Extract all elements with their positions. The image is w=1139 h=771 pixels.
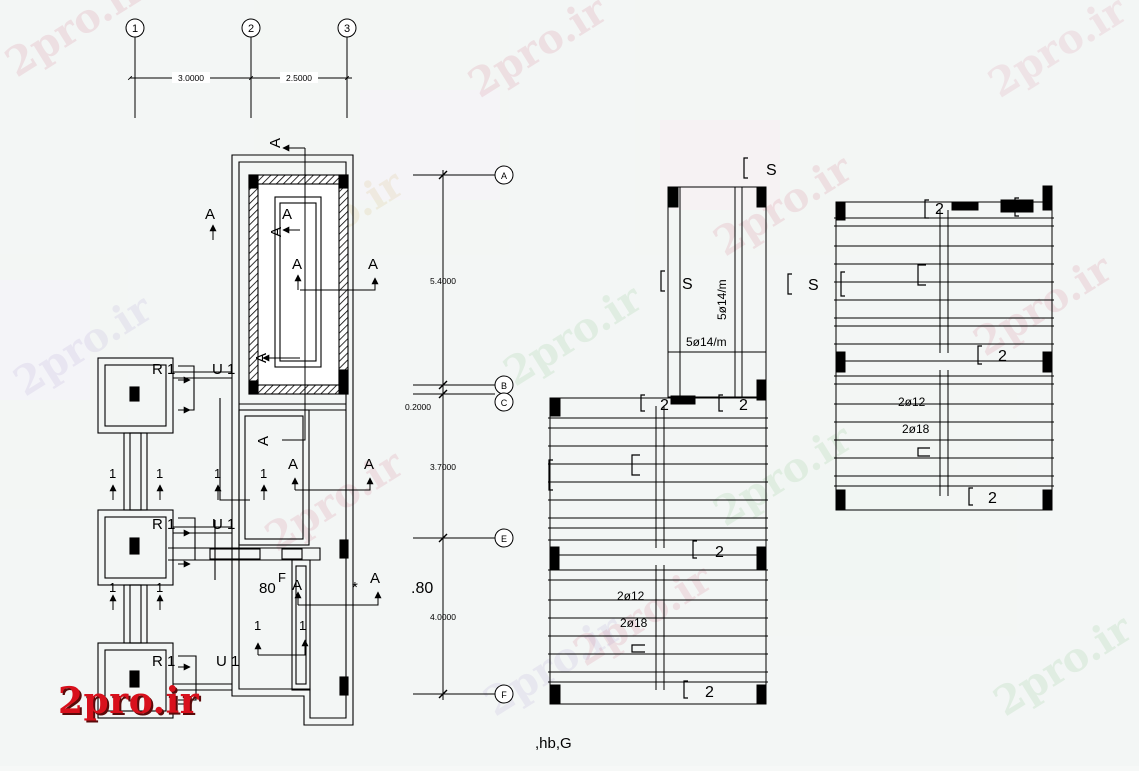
slab-2-label: 2 bbox=[705, 684, 714, 701]
rebar-label-2phi12: 2ø12 bbox=[617, 589, 645, 603]
eighty-label: 80 bbox=[259, 580, 276, 597]
slab-2-label: 2 bbox=[1024, 199, 1033, 216]
dim-ticks bbox=[438, 170, 448, 699]
slab-2-label: 2 bbox=[988, 490, 997, 507]
slab-2-label: 2 bbox=[660, 397, 669, 414]
section-label-a: A bbox=[292, 256, 302, 273]
section-label-a: A bbox=[288, 456, 298, 473]
foundation-plan bbox=[97, 154, 354, 726]
rebar-label-2phi18: 2ø18 bbox=[620, 616, 648, 630]
rebar-label-5phi14: 5ø14/m bbox=[686, 335, 727, 349]
section-label-a: A bbox=[370, 570, 380, 587]
section-label-a: A bbox=[368, 256, 378, 273]
rebar-label-2phi18: 2ø18 bbox=[902, 422, 930, 436]
one-label: 1 bbox=[109, 580, 116, 595]
grid-label: A bbox=[501, 171, 507, 181]
top-grid bbox=[125, 18, 357, 118]
r1-label: R 1 bbox=[152, 516, 175, 533]
r1-label: R 1 bbox=[152, 653, 175, 670]
slab-2-label: 2 bbox=[715, 544, 724, 561]
section-label-a: A bbox=[268, 227, 285, 237]
grid-label: B bbox=[501, 381, 507, 391]
section-label-a: A bbox=[255, 436, 272, 446]
grid-label: C bbox=[501, 398, 508, 408]
dot80-label: .80 bbox=[411, 580, 433, 597]
grid-bubble-E bbox=[494, 528, 514, 548]
dim-label: 0.2000 bbox=[405, 402, 431, 412]
f-label: F bbox=[278, 570, 286, 585]
grid-bubble-F bbox=[494, 684, 514, 704]
grid-bubble-A bbox=[494, 165, 514, 185]
slab-brackets-right bbox=[787, 197, 1019, 506]
dim-label: 3.0000 bbox=[178, 73, 204, 83]
star-label: * bbox=[352, 579, 358, 596]
one-label: 1 bbox=[254, 618, 261, 633]
u1-label: U 1 bbox=[212, 361, 235, 378]
grid-label: 2 bbox=[248, 23, 254, 35]
one-label: 1 bbox=[214, 466, 221, 481]
slab-brackets-middle bbox=[548, 157, 748, 699]
section-label-a: A bbox=[282, 206, 292, 223]
grid-label: F bbox=[501, 690, 507, 700]
r1-label: R 1 bbox=[152, 361, 175, 378]
section-markers bbox=[109, 144, 382, 708]
one-label: 1 bbox=[156, 466, 163, 481]
dim-label: 4.0000 bbox=[430, 612, 456, 622]
one-label: 1 bbox=[156, 580, 163, 595]
slab-s-label: S bbox=[682, 276, 693, 293]
section-label-a: A bbox=[253, 353, 270, 363]
plan-labels: A A A A A A A A A A A A R 1 R 1 R 1 U 1 … bbox=[109, 138, 433, 670]
grid-label: E bbox=[501, 534, 507, 544]
section-label-a: A bbox=[205, 206, 215, 223]
one-label: 1 bbox=[260, 466, 267, 481]
right-grid bbox=[413, 165, 514, 704]
rebar-lines-middle bbox=[548, 417, 768, 683]
section-label-a: A bbox=[292, 577, 302, 594]
grid-label: 1 bbox=[132, 23, 138, 35]
u1-label: U 1 bbox=[212, 516, 235, 533]
section-label-a: A bbox=[267, 138, 284, 148]
slab-s-label: S bbox=[766, 162, 777, 179]
rebar-label-5phi14-vertical: 5ø14/m bbox=[715, 279, 729, 320]
slab-labels-middle: S S 2 2 2 2 5ø14/m 5ø14/m 2ø12 2ø18 bbox=[617, 162, 777, 701]
dim-label: 2.5000 bbox=[286, 73, 312, 83]
slab-2-label: 2 bbox=[739, 397, 748, 414]
grid-label: 3 bbox=[344, 23, 350, 35]
rebar-label-2phi12: 2ø12 bbox=[898, 395, 926, 409]
slab-detail-middle bbox=[549, 186, 767, 705]
dim-label: 3.7000 bbox=[430, 462, 456, 472]
dim-label: 5.4000 bbox=[430, 276, 456, 286]
slab-labels-right: 2 2 S 2 2 2ø12 2ø18 bbox=[808, 199, 1033, 507]
rebar-lines-right bbox=[834, 217, 1054, 487]
grid-bubble-C bbox=[494, 392, 514, 412]
site-logo: 2pro.ir bbox=[58, 680, 200, 722]
section-label-a: A bbox=[364, 456, 374, 473]
footer-text: ,hb,G bbox=[535, 735, 572, 752]
slab-2-label: 2 bbox=[935, 201, 944, 218]
slab-2-label: 2 bbox=[998, 348, 1007, 365]
one-label: 1 bbox=[299, 618, 306, 633]
one-label: 1 bbox=[109, 466, 116, 481]
u1-label: U 1 bbox=[216, 653, 239, 670]
slab-s-label: S bbox=[808, 277, 819, 294]
